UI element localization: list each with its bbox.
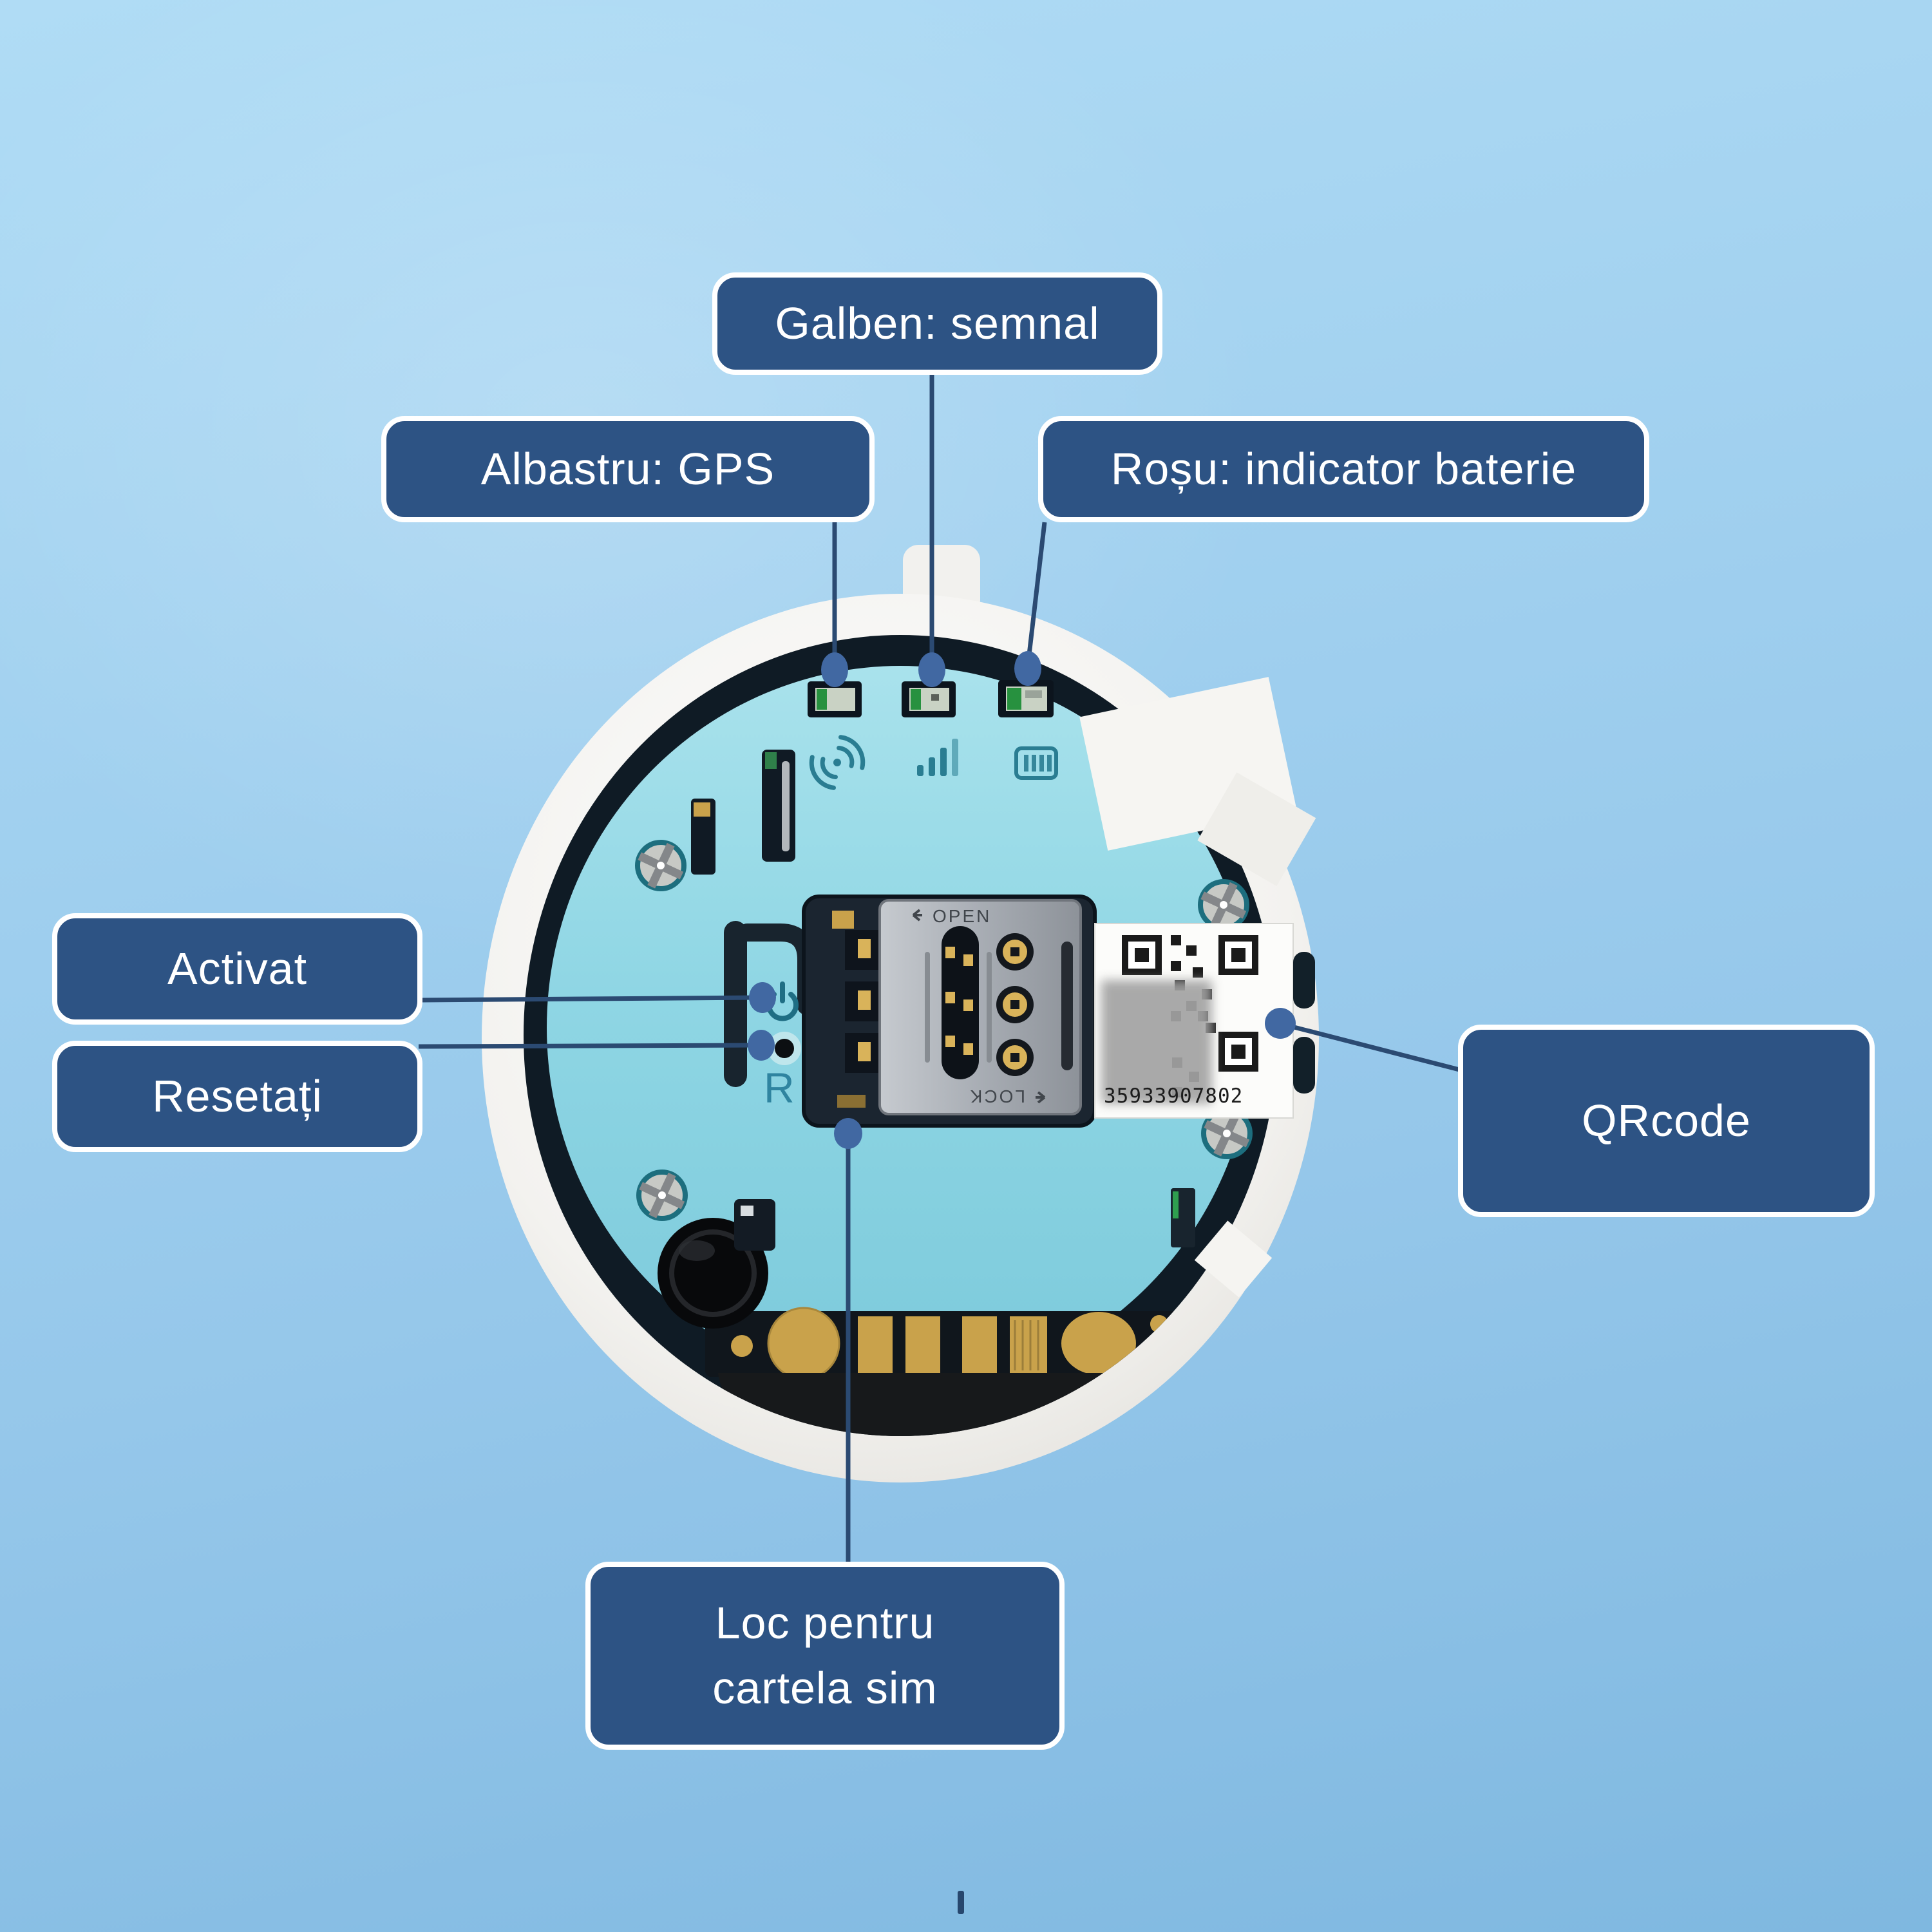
label-sim-slot-line2: cartela sim	[712, 1663, 938, 1713]
connector-qrcode	[1281, 1021, 1463, 1073]
gps-antenna-icon	[809, 735, 866, 790]
sim-module: OPEN LOCK	[802, 895, 1097, 1128]
connector-battery-led	[1025, 522, 1047, 667]
label-qrcode-text: QRcode	[1582, 1095, 1751, 1146]
sim-lock-marking	[1036, 1091, 1046, 1104]
label-red-battery-text: Roșu: indicator baterie	[1110, 443, 1577, 494]
led-window-battery	[998, 680, 1054, 717]
right-side-component	[1171, 1188, 1195, 1247]
label-blue-gps: Albastru: GPS	[381, 416, 875, 522]
label-blue-gps-text: Albastru: GPS	[480, 443, 775, 494]
battery-icon	[1014, 746, 1058, 780]
sim-center-contacts	[945, 947, 973, 1055]
label-power-text: Activat	[167, 943, 308, 994]
bottom-mark	[958, 1891, 964, 1914]
white-tab	[1194, 1220, 1273, 1298]
qr-sticker: 35933907802	[1094, 923, 1294, 1119]
label-yellow-signal: Galben: semnal	[712, 272, 1162, 375]
sim-open-text: OPEN	[933, 906, 991, 926]
label-reset: Resetați	[52, 1041, 422, 1152]
component-near-buzzer	[734, 1199, 775, 1251]
sim-open-marking	[912, 909, 922, 922]
connector-dots	[748, 651, 1296, 1149]
sim-lock-text: LOCK	[969, 1086, 1025, 1106]
screw-icon	[1198, 879, 1249, 931]
label-sim-slot-line1: Loc pentru	[715, 1597, 935, 1648]
reset-letter: R	[764, 1064, 795, 1112]
connector-reset	[418, 1043, 754, 1049]
label-sim-slot: Loc pentru cartela sim	[585, 1562, 1065, 1750]
led-windows	[808, 680, 1054, 717]
label-red-battery: Roșu: indicator baterie	[1038, 416, 1649, 522]
sim-tray-cover: OPEN LOCK	[878, 899, 1082, 1115]
sim-left-contacts	[845, 930, 885, 1073]
pad-texture	[1014, 1320, 1039, 1370]
led-window-signal	[902, 681, 956, 717]
gold-contact-pads	[731, 1307, 1210, 1380]
screw-icon	[635, 840, 687, 891]
label-yellow-signal-text: Galben: semnal	[775, 298, 1100, 348]
pcb-slot-small	[691, 799, 715, 875]
reset-button	[768, 1032, 801, 1065]
led-window-gps	[808, 681, 862, 717]
qr-serial-number: 35933907802	[1104, 1084, 1243, 1108]
connector-power	[418, 995, 755, 1003]
plate-edge-notches	[1293, 952, 1315, 1094]
sim-round-contacts	[996, 933, 1034, 1076]
screw-icon	[1201, 1108, 1253, 1159]
screw-icon	[636, 1170, 688, 1221]
qr-blur-patch	[1101, 980, 1212, 1104]
folded-sticker	[1079, 677, 1316, 886]
label-qrcode: QRcode	[1458, 1025, 1875, 1217]
signal-bars-icon	[917, 739, 958, 776]
label-power: Activat	[52, 913, 422, 1025]
screws	[635, 840, 1253, 1221]
pcb-slot-large	[762, 750, 795, 862]
label-reset-text: Resetați	[152, 1070, 323, 1121]
